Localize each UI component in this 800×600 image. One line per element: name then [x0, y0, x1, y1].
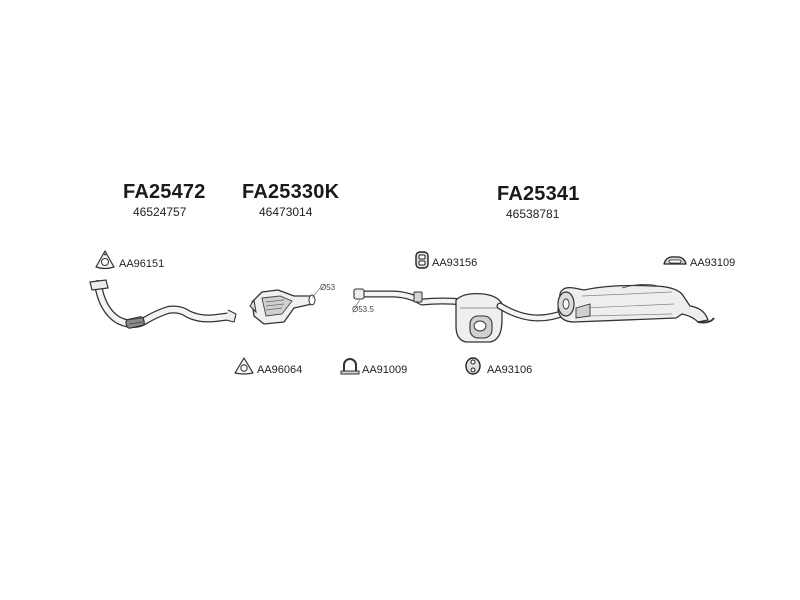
diameter-value-a: 53 — [326, 283, 336, 292]
diameter-value-b: 53.5 — [358, 305, 374, 314]
rubber-ring-icon — [465, 357, 481, 375]
oem-number-catalytic-converter: 46473014 — [259, 205, 313, 219]
accessory-label-cat-gasket: AA96064 — [257, 364, 303, 376]
accessory-label-rear-mount: AA93109 — [690, 257, 736, 269]
diameter-label-a: Ø53 — [320, 284, 335, 292]
front-pipe-drawing — [89, 279, 237, 329]
diameter-symbol: Ø — [352, 305, 359, 314]
part-code-rear-section: FA25341 — [497, 183, 580, 205]
catalytic-converter-drawing — [249, 289, 316, 325]
dimension-leaders — [311, 287, 361, 309]
rubber-mount-icon — [415, 251, 429, 269]
diameter-symbol: Ø — [320, 283, 327, 292]
accessory-label-mid-hanger: AA93106 — [487, 364, 533, 376]
flange-gasket-icon — [95, 250, 115, 270]
oem-number-front-pipe: 46524757 — [133, 205, 187, 219]
part-code-catalytic-converter: FA25330K — [242, 181, 340, 203]
accessory-label-mid-mount: AA93156 — [432, 257, 478, 269]
ring-gasket-icon — [234, 357, 254, 375]
accessory-label-front-gasket: AA96151 — [119, 258, 165, 270]
oem-number-rear-section: 46538781 — [506, 207, 560, 221]
rubber-strap-icon — [663, 256, 687, 265]
u-clamp-icon — [340, 358, 360, 375]
rear-section-drawing — [353, 283, 715, 343]
part-code-front-pipe: FA25472 — [123, 181, 206, 203]
diameter-label-b: Ø53.5 — [352, 306, 374, 314]
accessory-label-clamp: AA91009 — [362, 364, 408, 376]
